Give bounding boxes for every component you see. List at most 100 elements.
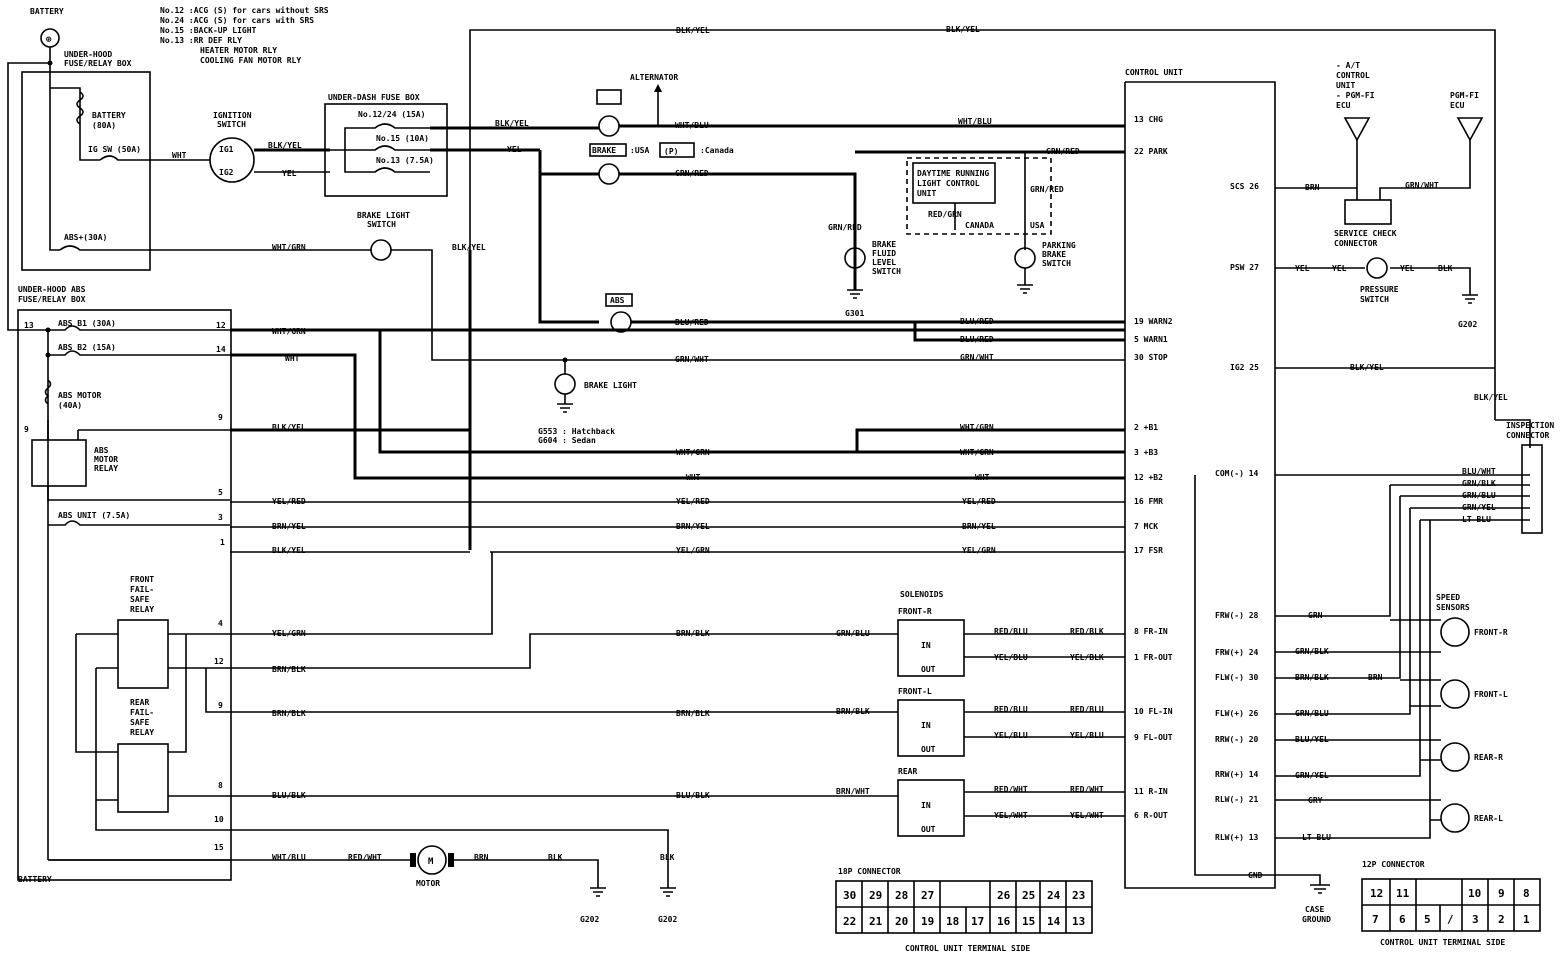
svg-text:BLK/YEL: BLK/YEL xyxy=(1350,363,1384,372)
svg-text:12: 12 xyxy=(216,321,226,330)
svg-text:5: 5 xyxy=(218,488,223,497)
note-6: COOLING FAN MOTOR RLY xyxy=(200,56,301,65)
ig2-label: IG2 xyxy=(219,168,234,177)
front-fail-safe-relay xyxy=(117,619,169,689)
svg-text:12 +B2: 12 +B2 xyxy=(1134,473,1163,482)
drl-unit xyxy=(912,162,996,204)
svg-text:20: 20 xyxy=(895,915,908,928)
svg-text:10: 10 xyxy=(214,815,224,824)
brake-indicator-bulb xyxy=(598,163,620,185)
ignition-switch-label-2: SWITCH xyxy=(217,120,246,129)
svg-text:22 PARK: 22 PARK xyxy=(1134,147,1168,156)
svg-text:FRONT-L: FRONT-L xyxy=(898,687,932,696)
svg-text:PARKING: PARKING xyxy=(1042,241,1076,250)
svg-text:M: M xyxy=(428,857,434,867)
svg-text:WHT: WHT xyxy=(686,473,701,482)
svg-text:BLK/YEL: BLK/YEL xyxy=(272,546,306,555)
svg-text:BRN/BLK: BRN/BLK xyxy=(272,709,306,718)
svg-text:10: 10 xyxy=(1468,887,1481,900)
svg-text:29: 29 xyxy=(869,889,882,902)
svg-text:6 R-OUT: 6 R-OUT xyxy=(1134,811,1168,820)
svg-text:28: 28 xyxy=(895,889,908,902)
brake-tag: BRAKE xyxy=(592,146,616,155)
svg-text:/: / xyxy=(1447,913,1454,926)
svg-text:FAIL-: FAIL- xyxy=(130,585,154,594)
svg-text:5: 5 xyxy=(1424,913,1431,926)
note-5: HEATER MOTOR RLY xyxy=(200,46,277,55)
ground-parking-icon xyxy=(1017,268,1033,294)
svg-text:GRN/BLU: GRN/BLU xyxy=(836,629,870,638)
svg-text:BRN/WHT: BRN/WHT xyxy=(836,787,870,796)
svg-text:CASE: CASE xyxy=(1305,905,1324,914)
pgm-fi-ecu-icon xyxy=(1456,117,1484,142)
svg-text:BRN: BRN xyxy=(1305,183,1320,192)
svg-text:LIGHT CONTROL: LIGHT CONTROL xyxy=(917,179,980,188)
svg-text:YEL: YEL xyxy=(1332,264,1347,273)
fuse-ig-sw: IG SW (50A) xyxy=(88,145,141,154)
svg-text:BLK: BLK xyxy=(660,853,675,862)
svg-text:13: 13 xyxy=(24,321,34,330)
svg-text:GRN/RED: GRN/RED xyxy=(675,169,709,178)
svg-text:6: 6 xyxy=(1399,913,1406,926)
svg-text:18: 18 xyxy=(946,915,959,928)
svg-text:IN: IN xyxy=(921,801,931,810)
control-unit-right-pins: SCS 26 PSW 27 IG2 25 COM(-) 14 FRW(-) 28… xyxy=(1215,182,1263,880)
svg-text:FRONT-L: FRONT-L xyxy=(1474,690,1508,699)
svg-text:YEL/BLU: YEL/BLU xyxy=(1070,731,1104,740)
svg-text:3: 3 xyxy=(218,513,223,522)
svg-text:REAR-R: REAR-R xyxy=(1474,753,1503,762)
svg-text:BLU/YEL: BLU/YEL xyxy=(1295,735,1329,744)
svg-text:CONTROL UNIT TERMINAL SIDE: CONTROL UNIT TERMINAL SIDE xyxy=(1380,938,1505,947)
solenoid-front-r xyxy=(897,619,965,677)
svg-text:16 FMR: 16 FMR xyxy=(1134,497,1163,506)
svg-text:2: 2 xyxy=(1498,913,1505,926)
svg-text:BLK: BLK xyxy=(1438,264,1453,273)
svg-text:BLK/YEL: BLK/YEL xyxy=(452,243,486,252)
svg-text:GRY: GRY xyxy=(1308,796,1323,805)
motor-label: MOTOR xyxy=(416,879,440,888)
svg-text:YEL/GRN: YEL/GRN xyxy=(962,546,996,555)
svg-text:No.15 (10A): No.15 (10A) xyxy=(376,134,429,143)
svg-text:BLK/YEL: BLK/YEL xyxy=(272,423,306,432)
svg-text:SWITCH: SWITCH xyxy=(872,267,901,276)
svg-text:30: 30 xyxy=(843,889,856,902)
svg-text:FAIL-: FAIL- xyxy=(130,708,154,717)
svg-text:ECU: ECU xyxy=(1336,101,1351,110)
svg-text:WHT/GRN: WHT/GRN xyxy=(960,423,994,432)
svg-text:9: 9 xyxy=(218,701,223,710)
svg-text:4: 4 xyxy=(218,619,223,628)
svg-text:G202: G202 xyxy=(1458,320,1477,329)
svg-text:BRN: BRN xyxy=(1368,673,1383,682)
svg-text:ABS B2 (15A): ABS B2 (15A) xyxy=(58,343,116,352)
svg-text:- A/T: - A/T xyxy=(1336,61,1360,70)
svg-text:MOTOR: MOTOR xyxy=(94,455,118,464)
ground-case-icon xyxy=(1194,475,1330,894)
svg-text:RED/GRN: RED/GRN xyxy=(928,210,962,219)
svg-text:13 CHG: 13 CHG xyxy=(1134,115,1163,124)
svg-text:WHT/BLU: WHT/BLU xyxy=(958,117,992,126)
svg-text:GRN/BLU: GRN/BLU xyxy=(1295,709,1329,718)
svg-text:WHT/GRN: WHT/GRN xyxy=(960,448,994,457)
svg-text:SAFE: SAFE xyxy=(130,595,149,604)
svg-text:9: 9 xyxy=(24,425,29,434)
svg-text:WHT/BLU: WHT/BLU xyxy=(272,853,306,862)
solenoids-label: SOLENOIDS xyxy=(900,590,944,599)
svg-text:26: 26 xyxy=(997,889,1011,902)
svg-text:ABS: ABS xyxy=(94,446,109,455)
svg-text:FRONT-R: FRONT-R xyxy=(1474,628,1508,637)
svg-text:G301: G301 xyxy=(845,309,864,318)
svg-text:ABS MOTOR: ABS MOTOR xyxy=(58,391,102,400)
svg-text:18P CONNECTOR: 18P CONNECTOR xyxy=(838,867,901,876)
svg-text:9: 9 xyxy=(218,413,223,422)
svg-text:13: 13 xyxy=(1072,915,1085,928)
at-control-unit-icon xyxy=(1343,117,1371,142)
note-4: No.13 :RR DEF RLY xyxy=(160,36,242,45)
svg-text:BLK: BLK xyxy=(548,853,563,862)
service-check-connector xyxy=(1344,199,1392,225)
fuse-battery-label: BATTERY xyxy=(92,111,126,120)
svg-text:BRAKE: BRAKE xyxy=(872,240,896,249)
svg-text::USA: :USA xyxy=(630,146,649,155)
svg-text:YEL/RED: YEL/RED xyxy=(272,497,306,506)
svg-text:3 +B3: 3 +B3 xyxy=(1134,448,1158,457)
